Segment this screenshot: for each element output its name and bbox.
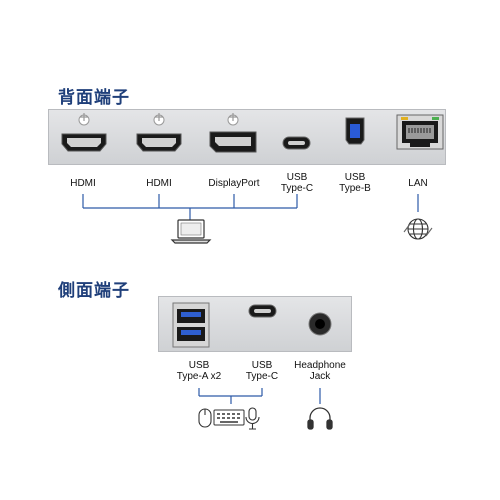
displayport-port xyxy=(209,113,257,153)
rear-label-hdmi-1: HDMI xyxy=(70,178,96,189)
headphone-jack-port xyxy=(308,312,332,336)
mouse-icon xyxy=(198,408,212,428)
side-ports-heading: 側面端子 xyxy=(58,281,130,300)
rear-label-displayport: DisplayPort xyxy=(208,178,260,189)
rear-label-lan: LAN xyxy=(408,178,428,189)
microphone-icon xyxy=(245,407,260,430)
usb-type-c-port-side xyxy=(248,304,277,318)
usb-type-b-port xyxy=(345,117,365,145)
lan-port xyxy=(396,114,444,150)
usb-type-c-port-rear xyxy=(282,136,311,150)
globe-network-icon xyxy=(403,218,433,240)
keyboard-icon xyxy=(213,409,245,426)
usb-type-a-ports xyxy=(172,302,210,348)
hdmi-port-2 xyxy=(136,113,182,152)
laptop-icon xyxy=(170,219,212,244)
rear-label-hdmi-2: HDMI xyxy=(146,178,172,189)
headphones-icon xyxy=(307,407,333,430)
rear-video-bracket xyxy=(82,194,298,220)
rear-ports-heading: 背面端子 xyxy=(58,88,130,107)
hdmi-port-1 xyxy=(61,113,107,152)
side-usb-bracket xyxy=(198,388,263,404)
